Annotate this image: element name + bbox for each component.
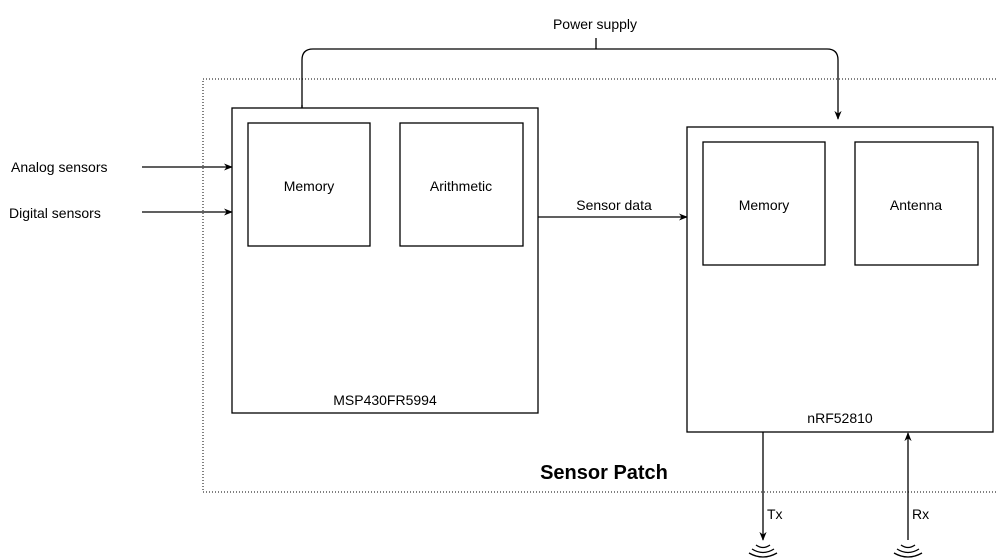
radio-name-label: nRF52810 [807,410,873,426]
mcu-memory-block [247,122,371,247]
radio-memory-block [702,141,826,266]
power-supply-label: Power supply [553,16,637,32]
rx-signal-icon [893,544,923,558]
mcu-arithmetic-block [399,122,524,247]
analog-sensors-label: Analog sensors [11,159,108,175]
radio-memory-label: Memory [739,197,790,213]
sensor-patch-title: Sensor Patch [540,462,668,484]
sensor-patch-boundary [202,78,996,493]
sensor-data-label: Sensor data [576,197,652,213]
mcu-memory-label: Memory [284,178,335,194]
tx-label: Tx [767,506,783,522]
radio-antenna-block [854,141,979,266]
digital-sensors-label: Digital sensors [9,205,101,221]
power-supply-bus [301,48,839,124]
tx-signal-icon [748,544,778,558]
mcu-arithmetic-label: Arithmetic [430,178,492,194]
mcu-name-label: MSP430FR5994 [333,392,437,408]
rx-label: Rx [912,506,929,522]
radio-antenna-label: Antenna [890,197,942,213]
